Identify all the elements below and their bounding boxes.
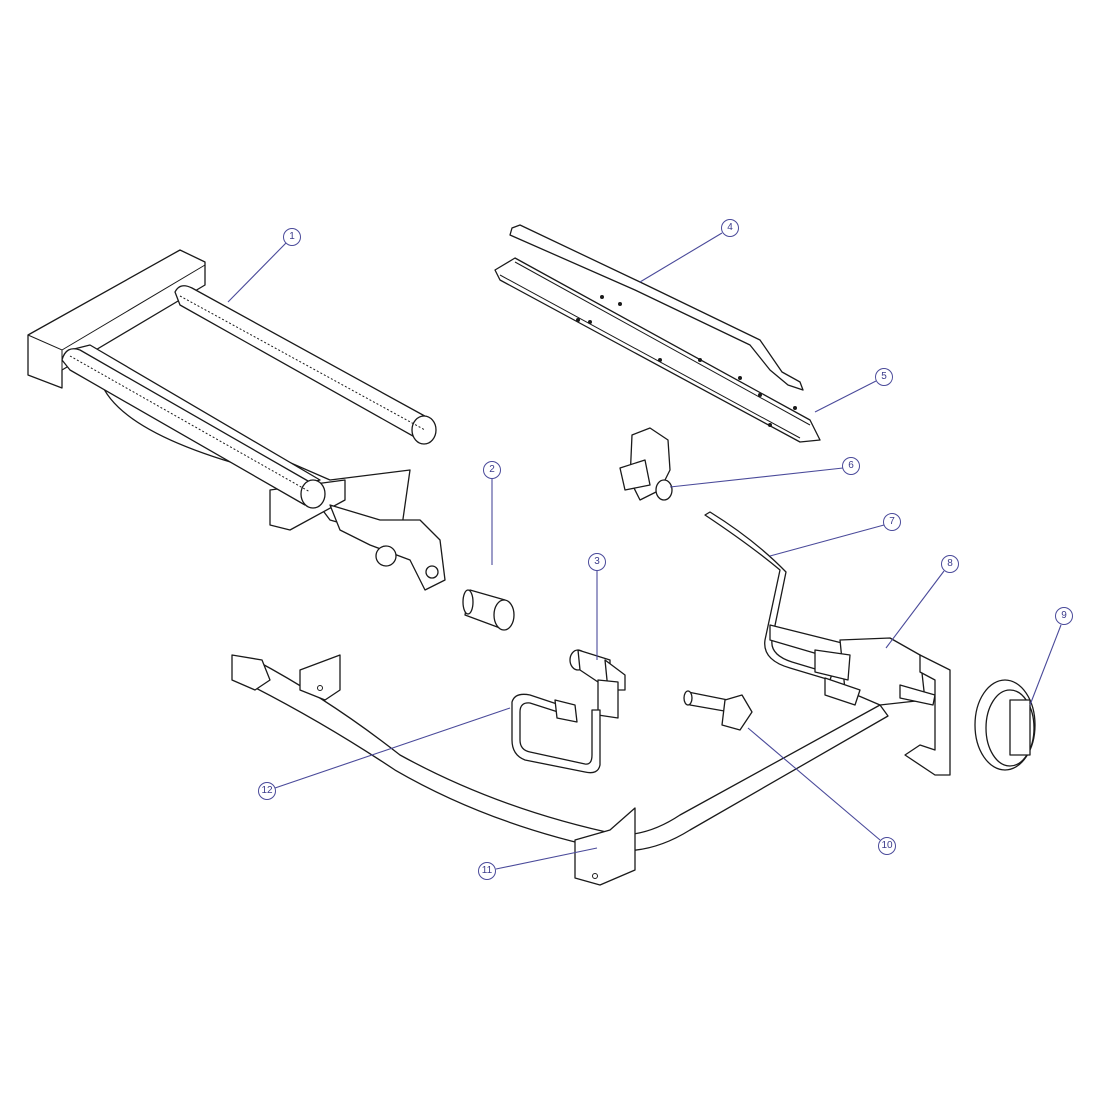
callout-1: 1	[283, 228, 301, 246]
callout-7: 7	[883, 513, 901, 531]
rails	[494, 224, 821, 443]
manifold-pipe	[231, 654, 889, 886]
orifice	[683, 690, 753, 731]
control-knob	[974, 679, 1036, 771]
callout-2: 2	[483, 461, 501, 479]
callout-5: 5	[875, 368, 893, 386]
callout-10: 10	[878, 837, 896, 855]
callout-3: 3	[588, 553, 606, 571]
callout-6: 6	[842, 457, 860, 475]
callout-12: 12	[258, 782, 276, 800]
connector-tube	[511, 693, 601, 774]
gas-valve	[769, 624, 951, 776]
elbow-fitting	[569, 649, 626, 719]
leader-lines	[227, 232, 1062, 870]
callout-9: 9	[1055, 607, 1073, 625]
callout-11: 11	[478, 862, 496, 880]
callout-4: 4	[721, 219, 739, 237]
pilot-tube	[704, 511, 833, 681]
callout-8: 8	[941, 555, 959, 573]
pilot-assembly	[619, 427, 673, 501]
burner-assembly	[27, 249, 446, 591]
orifice-sleeve	[462, 589, 515, 631]
